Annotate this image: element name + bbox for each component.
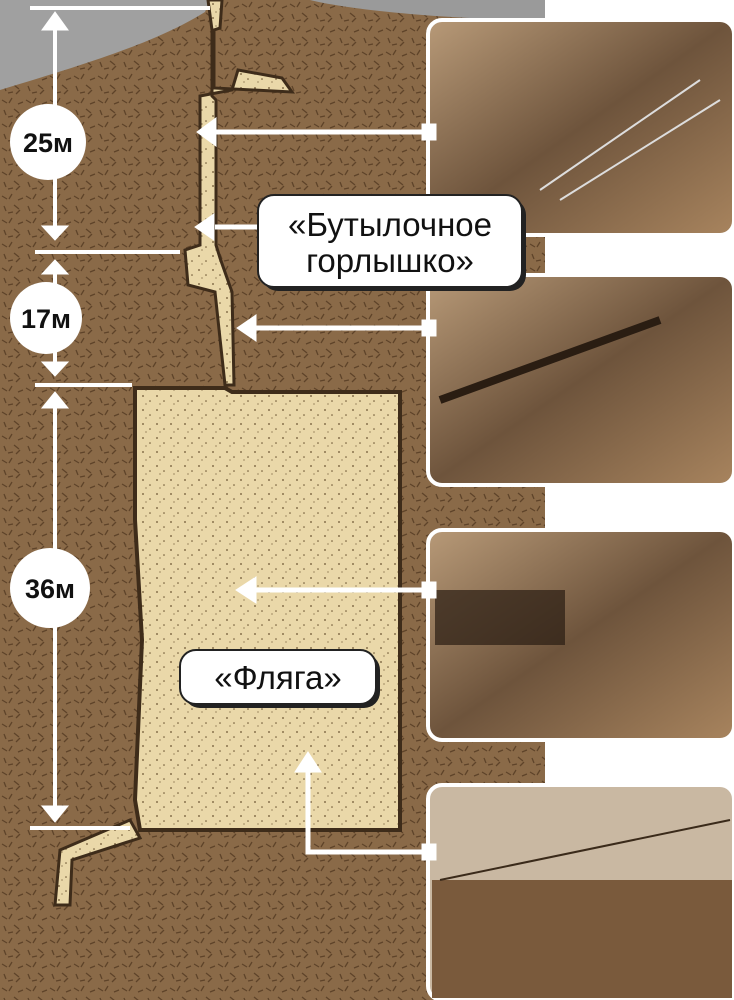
photo-bottleneck: [426, 273, 734, 487]
callout-bottleneck-line2: горлышко»: [306, 242, 474, 279]
callout-flask: «Фляга»: [179, 649, 380, 708]
shaft: [183, 0, 296, 387]
lower-passage: [53, 818, 143, 907]
pointer-arrows: [194, 117, 437, 861]
dimension-label: 25м: [23, 128, 73, 158]
dimension-label: 36м: [25, 574, 75, 604]
dimension-label: 17м: [21, 304, 71, 334]
dimension-17m: 17м: [10, 282, 82, 354]
callout-bottleneck: «Бутылочное горлышко»: [257, 194, 526, 291]
photo-flask-bottom: [426, 783, 734, 1000]
photo-flask-middle: [426, 528, 734, 742]
flask-chamber: [132, 386, 402, 832]
dimension-36m: 36м: [10, 548, 90, 628]
callout-flask-label: «Фляга»: [214, 659, 342, 696]
dimension-25m: 25м: [10, 104, 86, 180]
callout-bottleneck-line1: «Бутылочное: [288, 206, 492, 243]
surface-rock-right: [225, 0, 545, 20]
